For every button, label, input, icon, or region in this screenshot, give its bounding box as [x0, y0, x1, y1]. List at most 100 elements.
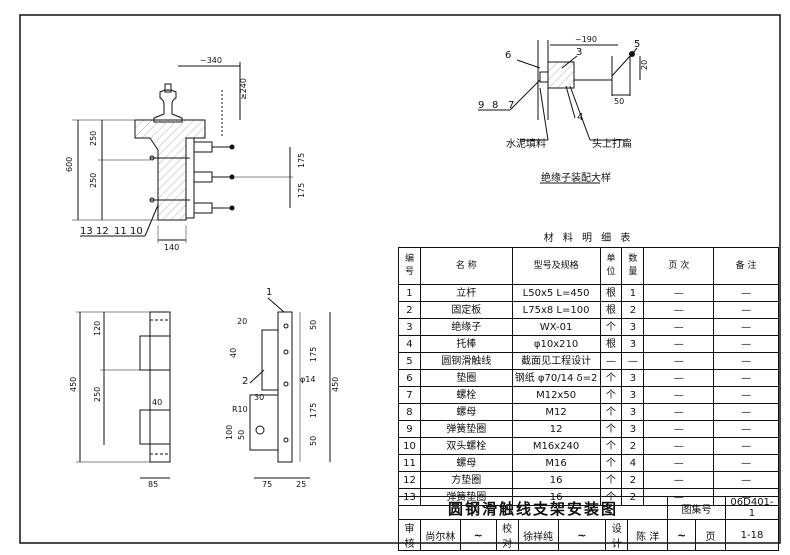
header-spec: 型号及规格 — [511, 247, 601, 285]
cell-unit: 根 — [599, 301, 623, 319]
cell-page: — — [643, 301, 715, 319]
note-cement: 水泥填料 — [506, 137, 546, 150]
dim-left-450: 450 — [69, 377, 78, 392]
page-number: 1-18 — [724, 519, 780, 551]
cell-unit: 个 — [599, 386, 623, 404]
cell-name: 弹簧垫圈 — [419, 420, 513, 438]
designer-name: 陈 洋 — [627, 519, 669, 551]
cell-no: 5 — [398, 352, 421, 370]
cell-spec: M16x240 — [511, 437, 601, 455]
cell-qty: 3 — [621, 318, 645, 336]
cell-note: — — [713, 352, 779, 370]
cell-no: 3 — [398, 318, 421, 336]
dim-r-40: 40 — [229, 348, 238, 358]
callout-10: 10 — [130, 226, 143, 237]
callout-11: 11 — [114, 226, 127, 237]
cell-page: — — [643, 403, 715, 421]
dim-r-100: 100 — [225, 425, 234, 440]
cell-note: — — [713, 386, 779, 404]
callout-3: 3 — [576, 47, 582, 58]
cell-qty: 4 — [621, 454, 645, 472]
callout-5: 5 — [634, 39, 640, 50]
reviewer-signature: ~ — [459, 519, 497, 551]
cell-page: — — [643, 284, 715, 302]
cell-unit: — — [599, 352, 623, 370]
dim-250a: 250 — [89, 131, 98, 146]
cell-note: — — [713, 454, 779, 472]
cell-spec: L75x8 L=100 — [511, 301, 601, 319]
cell-name: 固定板 — [419, 301, 513, 319]
design-label: 设计 — [605, 519, 629, 551]
cell-page: — — [643, 369, 715, 387]
cell-unit: 个 — [599, 420, 623, 438]
cell-spec: WX-01 — [511, 318, 601, 336]
dim-left-40: 40 — [152, 398, 162, 407]
cell-spec: φ10x210 — [511, 335, 601, 353]
cell-name: 立杆 — [419, 284, 513, 302]
note-flatten: 头上打扁 — [592, 137, 632, 150]
designer-signature: ~ — [667, 519, 697, 551]
cell-unit: 根 — [599, 284, 623, 302]
cell-page: — — [643, 386, 715, 404]
cell-note: — — [713, 403, 779, 421]
dim-175b: 175 — [297, 183, 306, 198]
dim-r-25: 25 — [296, 480, 306, 489]
cell-spec: M12 — [511, 403, 601, 421]
cell-note: — — [713, 301, 779, 319]
dim-r-175b: 175 — [309, 403, 318, 418]
cell-no: 4 — [398, 335, 421, 353]
header-no: 编 号 — [398, 247, 421, 285]
cell-qty: 3 — [621, 369, 645, 387]
cell-page: — — [643, 454, 715, 472]
cell-name: 螺栓 — [419, 386, 513, 404]
materials-caption: 材 料 明 细 表 — [543, 233, 634, 244]
cell-qty: 3 — [621, 386, 645, 404]
review-label: 审核 — [398, 519, 421, 551]
header-qty: 数 量 — [621, 247, 645, 285]
cell-no: 10 — [398, 437, 421, 455]
dim-190: ~190 — [575, 35, 597, 44]
reviewer-name: 尚尔林 — [419, 519, 461, 551]
title-block: 圆钢滑触线支架安装图 图集号 06D401-1 审核 尚尔林 ~ 校对 徐祥纯 … — [397, 496, 780, 551]
cell-page: — — [643, 352, 715, 370]
cell-qty: — — [621, 352, 645, 370]
cell-spec: 钢纸 φ70/14 δ=2 — [511, 369, 601, 387]
cell-unit: 个 — [599, 318, 623, 336]
bracket-mid — [193, 171, 235, 183]
cell-note: — — [713, 318, 779, 336]
cell-note: — — [713, 369, 779, 387]
cell-unit: 根 — [599, 335, 623, 353]
cell-name: 螺母 — [419, 454, 513, 472]
cell-name: 垫圈 — [419, 369, 513, 387]
cell-qty: 3 — [621, 420, 645, 438]
cell-note: — — [713, 284, 779, 302]
cell-name: 螺母 — [419, 403, 513, 421]
dim-r-175a: 175 — [309, 347, 318, 362]
side-view-part — [76, 311, 171, 479]
callout-7: 7 — [508, 100, 514, 111]
dim-r-R10: R10 — [232, 405, 248, 414]
cell-unit: 个 — [599, 471, 623, 489]
check-label: 校对 — [495, 519, 519, 551]
checker-name: 徐祥纯 — [517, 519, 559, 551]
cell-qty: 3 — [621, 335, 645, 353]
cell-name: 双头螺栓 — [419, 437, 513, 455]
cell-qty: 3 — [621, 403, 645, 421]
bracket-bottom — [193, 202, 235, 214]
dim-600: 600 — [65, 157, 74, 172]
cell-note: — — [713, 335, 779, 353]
callout-8: 8 — [492, 100, 498, 111]
